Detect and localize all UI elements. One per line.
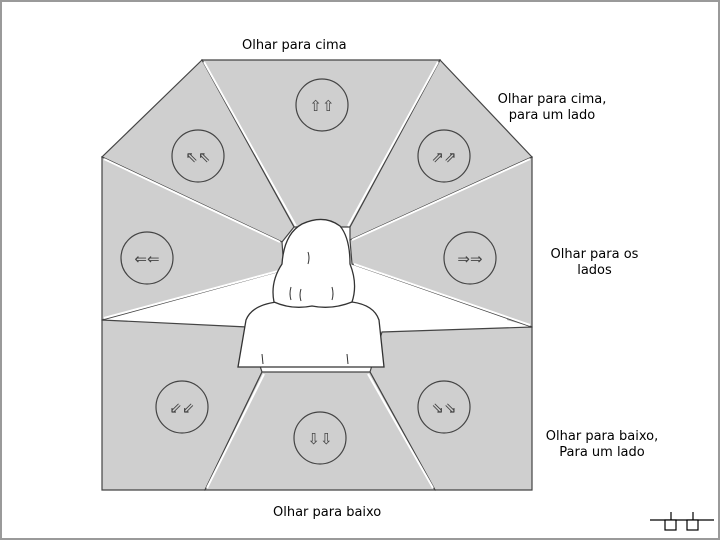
circle-right xyxy=(443,231,497,285)
person-torso xyxy=(237,301,385,368)
double-arrow-down-right-icon: ⇘⇘ xyxy=(431,399,456,417)
label-look-down-side-line2: Para um lado xyxy=(559,445,645,460)
label-look-down-side: Olhar para baixo, Para um lado xyxy=(532,429,672,461)
double-arrow-up-icon: ⇧⇧ xyxy=(309,97,334,115)
circle-up xyxy=(295,78,349,132)
nav-controls-icon[interactable] xyxy=(650,512,714,531)
circle-up-right xyxy=(417,129,471,183)
label-look-up: Olhar para cima xyxy=(242,38,347,54)
double-arrow-down-icon: ⇩⇩ xyxy=(307,430,332,448)
label-look-down-text: Olhar para baixo xyxy=(273,505,382,520)
circle-down xyxy=(293,411,347,465)
arrow-glyphs: ⇧⇧ ⇖⇖ ⇗⇗ ⇐⇐ ⇒⇒ ⇙⇙ ⇘⇘ ⇩⇩ xyxy=(134,97,482,448)
label-look-up-side: Olhar para cima, para um lado xyxy=(492,92,612,124)
person-hair xyxy=(272,218,356,308)
label-look-sides-line2: lados xyxy=(577,263,612,278)
double-arrow-up-left-icon: ⇖⇖ xyxy=(185,148,210,166)
circle-left xyxy=(120,231,174,285)
hair-strands xyxy=(261,251,349,365)
double-arrow-right-icon: ⇒⇒ xyxy=(457,250,482,268)
circle-down-left xyxy=(155,380,209,434)
label-look-sides: Olhar para os lados xyxy=(542,247,647,279)
label-look-down: Olhar para baixo xyxy=(273,505,381,521)
circle-up-left xyxy=(171,129,225,183)
circle-down-right xyxy=(417,380,471,434)
person-figure-icon xyxy=(237,218,385,368)
label-look-up-side-line1: Olhar para cima, xyxy=(497,92,607,107)
double-arrow-left-icon: ⇐⇐ xyxy=(134,250,159,268)
label-look-down-side-line1: Olhar para baixo, xyxy=(545,429,659,444)
panel-dividers xyxy=(103,61,531,489)
direction-circles xyxy=(120,78,497,465)
double-arrow-down-left-icon: ⇙⇙ xyxy=(169,399,194,417)
label-look-sides-line1: Olhar para os xyxy=(550,247,639,262)
label-look-up-text: Olhar para cima xyxy=(242,38,347,53)
double-arrow-up-right-icon: ⇗⇗ xyxy=(431,148,456,166)
label-look-up-side-line2: para um lado xyxy=(508,108,596,123)
